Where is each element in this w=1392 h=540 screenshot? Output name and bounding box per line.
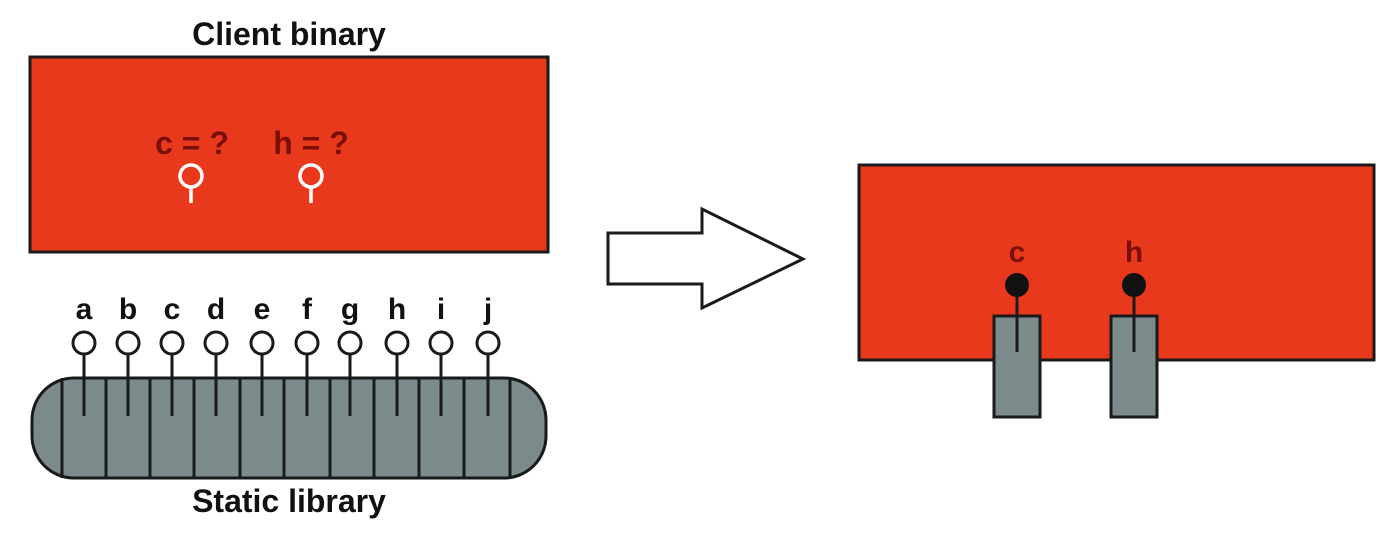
linked-symbol-pin [1122, 273, 1146, 297]
transform-arrow [606, 206, 807, 311]
library-symbol-e: e [249, 293, 275, 416]
unresolved-socket-c [178, 163, 204, 203]
library-body [30, 376, 548, 480]
client-binary-title: Client binary [192, 16, 386, 52]
library-symbol-pin [159, 330, 185, 356]
library-symbol-pin [384, 330, 410, 356]
unresolved-symbol-h: h = ? [273, 125, 349, 161]
library-symbol-pin [337, 330, 363, 356]
linked-symbol-label: c [1009, 236, 1026, 269]
library-symbol-b: b [115, 293, 141, 416]
library-symbol-pin [203, 330, 229, 356]
library-symbol-pin [294, 330, 320, 356]
library-symbol-pin [475, 330, 501, 356]
library-symbol-label: a [76, 293, 93, 326]
library-symbol-label: g [341, 293, 359, 326]
library-symbol-a: a [71, 293, 97, 416]
library-symbol-d: d [203, 293, 229, 416]
library-symbol-i: i [428, 293, 454, 416]
library-symbol-label: d [207, 293, 225, 326]
library-symbol-pin [71, 330, 97, 356]
library-symbol-c: c [159, 293, 185, 416]
client-binary-box [28, 55, 550, 254]
library-symbol-label: b [119, 293, 137, 326]
linked-symbol-h: h [1109, 236, 1159, 419]
static-library-title: Static library [192, 483, 386, 519]
library-symbol-pin [428, 330, 454, 356]
library-symbol-h: h [384, 293, 410, 416]
library-symbol-label: i [437, 293, 445, 326]
unresolved-symbol-c: c = ? [155, 125, 229, 161]
library-symbol-label: j [483, 293, 492, 326]
library-symbol-pin [249, 330, 275, 356]
linked-symbol-pin [1005, 273, 1029, 297]
library-symbol-label: f [302, 293, 313, 326]
library-symbol-g: g [337, 293, 363, 416]
library-symbol-label: h [388, 293, 406, 326]
unresolved-socket-h [298, 163, 324, 203]
library-symbol-label: e [254, 293, 271, 326]
library-symbol-f: f [294, 293, 320, 416]
linked-symbol-label: h [1125, 236, 1143, 269]
library-symbol-label: c [164, 293, 181, 326]
library-symbol-pin [115, 330, 141, 356]
linked-symbol-c: c [992, 236, 1042, 419]
library-symbol-j: j [475, 293, 501, 416]
